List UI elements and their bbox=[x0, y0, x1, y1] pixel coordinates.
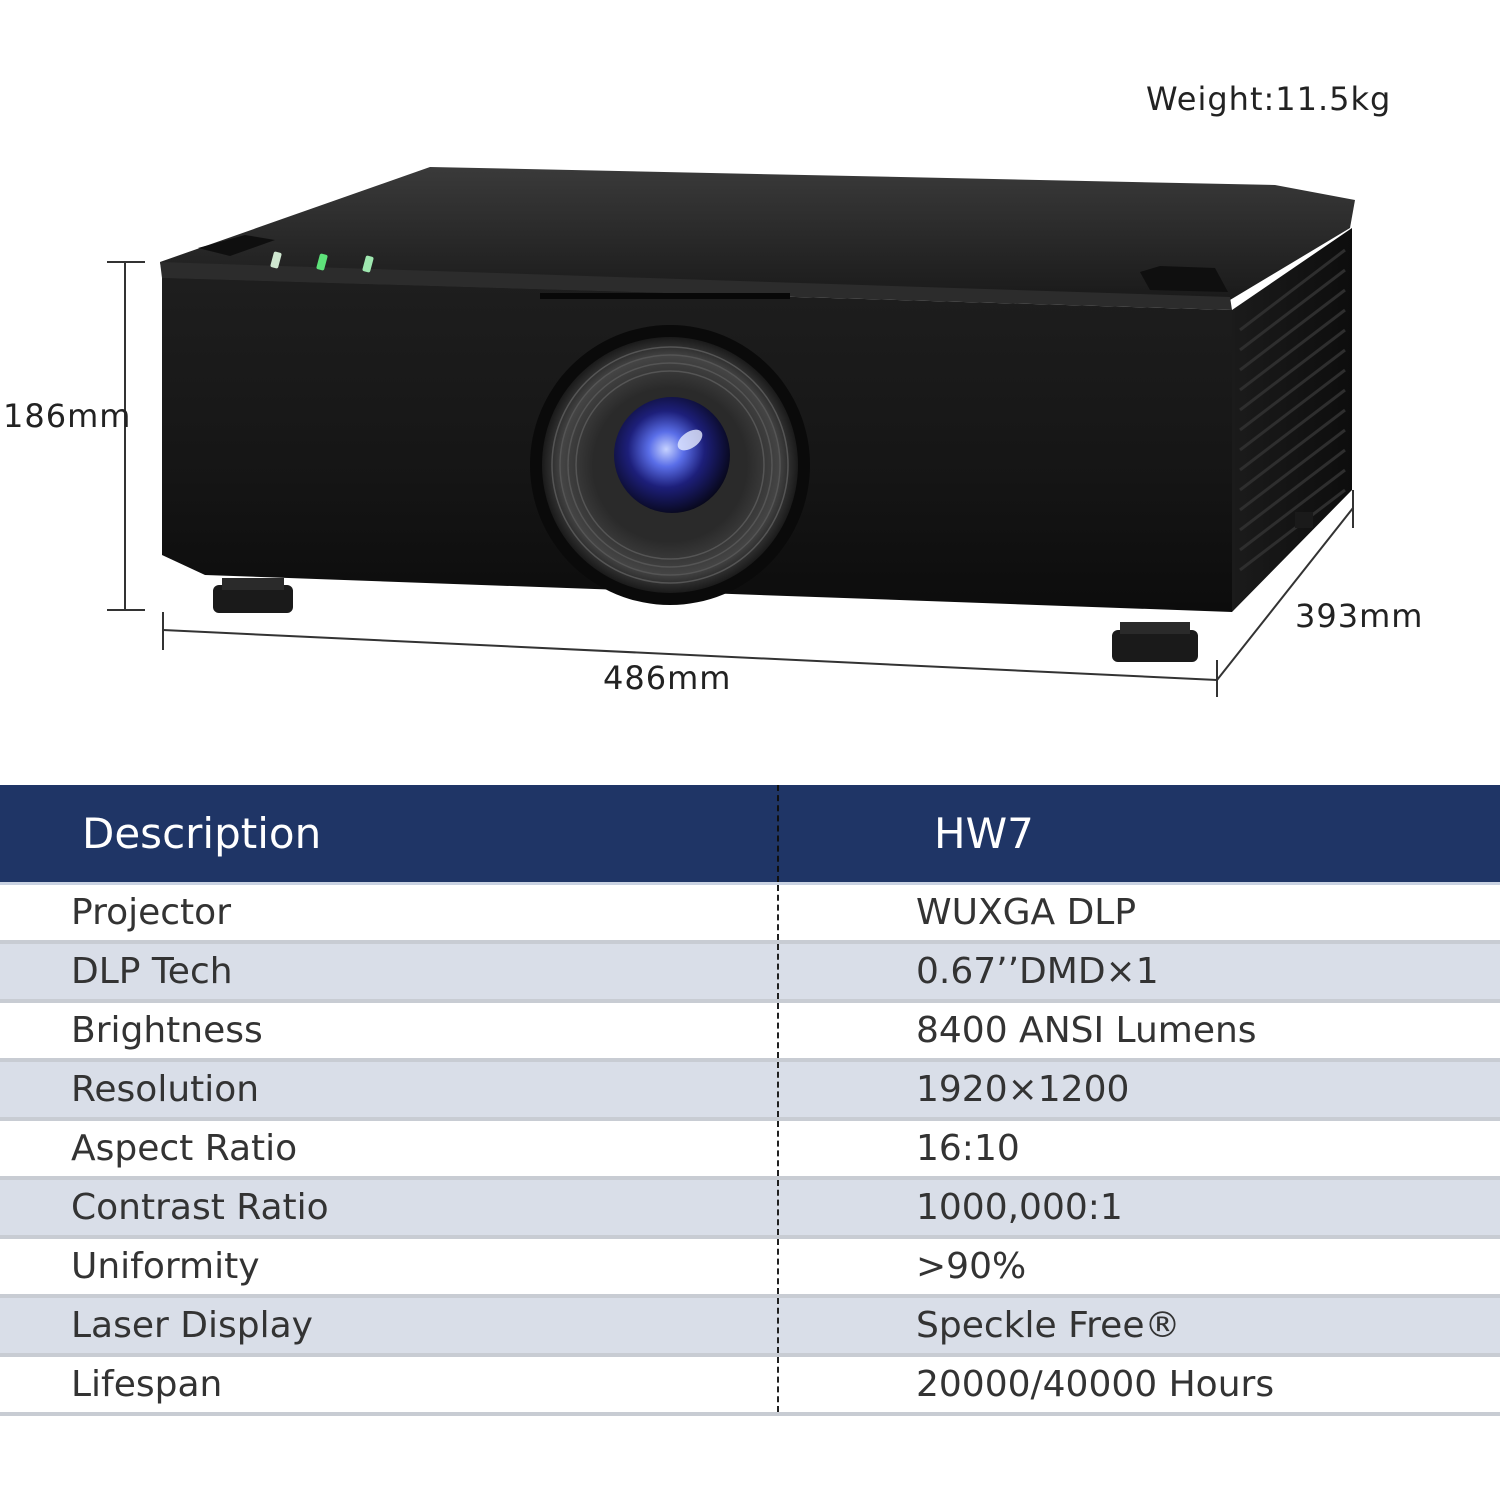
indicator-light-3 bbox=[362, 255, 374, 273]
corner-pad-right bbox=[1140, 266, 1228, 292]
row-label: Aspect Ratio bbox=[0, 1119, 779, 1180]
row-value: 1000,000:1 bbox=[778, 1178, 1500, 1239]
corner-pad-left bbox=[198, 235, 275, 256]
lens-grooves bbox=[551, 346, 789, 584]
row-value: 1920×1200 bbox=[778, 1060, 1500, 1121]
height-dimension-label: 186mm bbox=[3, 397, 132, 435]
header-model: HW7 bbox=[778, 785, 1500, 885]
side-vents bbox=[1239, 248, 1346, 572]
foot-back bbox=[1295, 512, 1313, 528]
row-label: Laser Display bbox=[0, 1296, 779, 1357]
table-row: Laser Display Speckle Free® bbox=[0, 1296, 1500, 1357]
row-value: >90% bbox=[778, 1237, 1500, 1298]
header-description: Description bbox=[0, 785, 779, 885]
lens-highlight bbox=[677, 429, 703, 451]
spec-table: Description HW7 Projector WUXGA DLP DLP … bbox=[0, 785, 1500, 1416]
foot-right bbox=[1112, 622, 1198, 662]
dimension-lines bbox=[107, 261, 1354, 697]
row-value: 20000/40000 Hours bbox=[778, 1355, 1500, 1416]
row-value: Speckle Free® bbox=[778, 1296, 1500, 1357]
table-row: DLP Tech 0.67’’DMD×1 bbox=[0, 942, 1500, 1003]
front-slot bbox=[540, 293, 790, 299]
product-figure: Weight:11.5kg 186mm 486mm 393mm bbox=[3, 80, 1424, 697]
projector-side-panel bbox=[1232, 228, 1352, 612]
row-label: Lifespan bbox=[0, 1355, 779, 1416]
row-value: WUXGA DLP bbox=[778, 883, 1500, 944]
row-label: Projector bbox=[0, 883, 779, 944]
projector-top-rim bbox=[160, 262, 1232, 310]
table-row: Brightness 8400 ANSI Lumens bbox=[0, 1001, 1500, 1062]
projector-top-panel bbox=[160, 167, 1355, 300]
row-label: Resolution bbox=[0, 1060, 779, 1121]
table-row: Contrast Ratio 1000,000:1 bbox=[0, 1178, 1500, 1239]
row-label: Contrast Ratio bbox=[0, 1178, 779, 1239]
row-label: DLP Tech bbox=[0, 942, 779, 1003]
projector-illustration bbox=[107, 167, 1355, 697]
indicator-light-1 bbox=[270, 251, 282, 269]
lens-glass bbox=[614, 397, 730, 513]
width-dimension-label: 486mm bbox=[603, 659, 732, 697]
foot-left bbox=[213, 578, 293, 613]
indicator-light-2 bbox=[316, 253, 328, 271]
row-value: 16:10 bbox=[778, 1119, 1500, 1180]
spec-table-header: Description HW7 bbox=[0, 785, 1500, 885]
table-row: Aspect Ratio 16:10 bbox=[0, 1119, 1500, 1180]
row-label: Brightness bbox=[0, 1001, 779, 1062]
weight-label: Weight:11.5kg bbox=[1146, 80, 1392, 118]
table-row: Lifespan 20000/40000 Hours bbox=[0, 1355, 1500, 1416]
row-value: 8400 ANSI Lumens bbox=[778, 1001, 1500, 1062]
row-label: Uniformity bbox=[0, 1237, 779, 1298]
table-row: Projector WUXGA DLP bbox=[0, 883, 1500, 944]
row-value: 0.67’’DMD×1 bbox=[778, 942, 1500, 1003]
table-row: Uniformity >90% bbox=[0, 1237, 1500, 1298]
table-row: Resolution 1920×1200 bbox=[0, 1060, 1500, 1121]
depth-dimension-label: 393mm bbox=[1295, 597, 1424, 635]
